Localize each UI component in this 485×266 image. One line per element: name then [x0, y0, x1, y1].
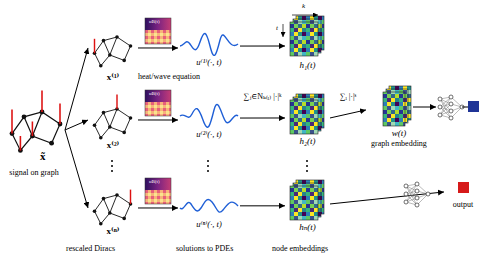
edge-label: ∑ᵢ |·|ˢ: [339, 92, 358, 101]
graph-node: x⁽²⁾: [88, 94, 138, 154]
solution-node: u⁽ⁿ⁾(·, t): [178, 190, 240, 234]
heatmap-label: uB(t): [149, 91, 160, 97]
graph-node: x̃ signal on graph: [3, 92, 65, 182]
heatmap-label: uB(t): [149, 19, 160, 25]
connector: [138, 119, 178, 120]
heatmap: [145, 18, 171, 44]
caption-label: rescaled Diracs: [66, 244, 115, 253]
axis-label: k: [302, 2, 305, 10]
connector: [138, 47, 178, 48]
input-graph: [10, 90, 63, 152]
graph-embedding-node: w(t)graph embedding: [366, 84, 432, 154]
neural-network-icon: [404, 182, 430, 207]
node-label: u⁽²⁾(·, t): [196, 130, 221, 140]
node-label: w(t): [392, 128, 407, 138]
node-label: h₁(t): [299, 60, 315, 70]
node-label: u⁽¹⁾(·, t): [196, 58, 221, 68]
ellipsis-dots: [111, 160, 308, 172]
node-label: x⁽²⁾: [107, 140, 120, 150]
neural-network-icon: [438, 95, 464, 120]
dirac-graph: [93, 35, 133, 67]
caption-label: node embeddings: [272, 244, 328, 253]
node-label: signal on graph: [9, 168, 58, 177]
output-node: output: [444, 178, 482, 212]
arrow: [413, 107, 436, 108]
heatmap: [145, 90, 171, 116]
connector: [65, 120, 88, 130]
pde-solution-wave: [180, 33, 238, 212]
node-label: output: [453, 200, 473, 209]
graph-embedding-matrix: [383, 86, 411, 126]
axis-label: t: [276, 24, 278, 32]
wire: [462, 107, 468, 108]
connector: [330, 110, 366, 118]
node-label: x̃: [40, 150, 46, 163]
axis-arrow: [283, 15, 318, 37]
solution-node: u⁽¹⁾(·, t): [178, 28, 240, 70]
caption-label: solutions to PDEs: [176, 244, 233, 253]
embedding-node: h₁(t): [285, 14, 330, 80]
connector: [240, 117, 285, 118]
node-embedding-matrix: [290, 180, 324, 220]
solution-node: u⁽²⁾(·, t): [178, 100, 240, 144]
connector: [240, 46, 285, 47]
connector: [65, 48, 88, 130]
dirac-graph: [93, 95, 133, 140]
heatmap: [145, 178, 171, 204]
node-embedding-matrix: [290, 94, 324, 134]
node-label: x⁽¹⁾: [107, 72, 120, 82]
graph-node: x⁽ⁿ⁾: [88, 182, 138, 238]
node-label: x⁽ⁿ⁾: [107, 226, 120, 236]
node-label: h₂(t): [299, 136, 315, 146]
node-label: u⁽ⁿ⁾(·, t): [196, 220, 222, 230]
node-label: hₙ(t): [299, 222, 316, 232]
annotation: heat/wave equation: [138, 72, 200, 81]
edge-label: ∑ⱼ∈Nₖ₍ᵢ₎ |·|ᵏ: [242, 92, 282, 101]
heatmap-label: uB(t): [149, 179, 160, 185]
connector: [65, 130, 88, 208]
embedding-node: hₙ(t): [285, 178, 330, 236]
node-embedding-matrix: [290, 16, 324, 56]
graph-node: x⁽¹⁾: [88, 22, 138, 84]
output-square: [468, 101, 479, 112]
embedding-node: h₂(t): [285, 92, 330, 150]
output-square: [458, 182, 469, 193]
dirac-graph: [93, 190, 133, 226]
connector: [138, 207, 178, 208]
connector: [240, 205, 285, 206]
node-label: graph embedding: [371, 139, 427, 148]
